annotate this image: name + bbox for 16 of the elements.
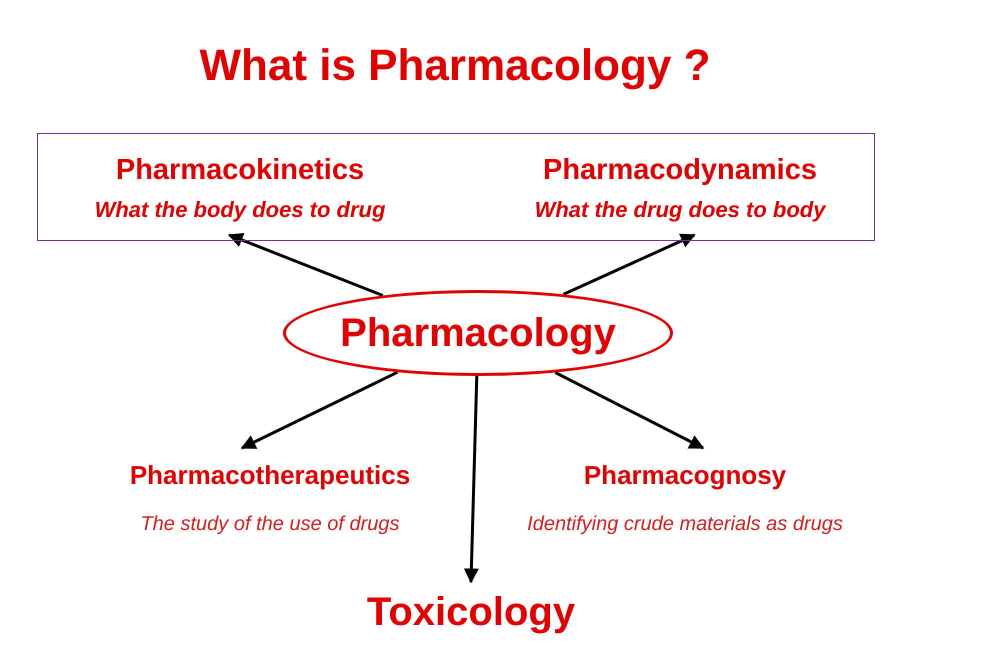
arrow bbox=[228, 232, 384, 297]
node-title: Pharmacotherapeutics bbox=[130, 459, 410, 492]
node-description: What the drug does to body bbox=[534, 196, 826, 224]
arrow bbox=[464, 376, 479, 584]
frame-box bbox=[37, 133, 875, 241]
node-title: Pharmacodynamics bbox=[542, 152, 817, 188]
node-description: What the body does to drug bbox=[94, 196, 386, 224]
node-title: Toxicology bbox=[366, 589, 576, 636]
title: What is Pharmacology ? bbox=[198, 40, 712, 92]
node-title: Pharmacognosy bbox=[584, 459, 786, 492]
node-title: Pharmacology bbox=[340, 310, 616, 357]
node-title: Pharmacokinetics bbox=[116, 152, 364, 188]
node-description: The study of the use of drugs bbox=[140, 512, 400, 537]
node-description: Identifying crude materials as drugs bbox=[527, 512, 843, 537]
arrow bbox=[562, 234, 696, 296]
arrow bbox=[240, 370, 398, 450]
